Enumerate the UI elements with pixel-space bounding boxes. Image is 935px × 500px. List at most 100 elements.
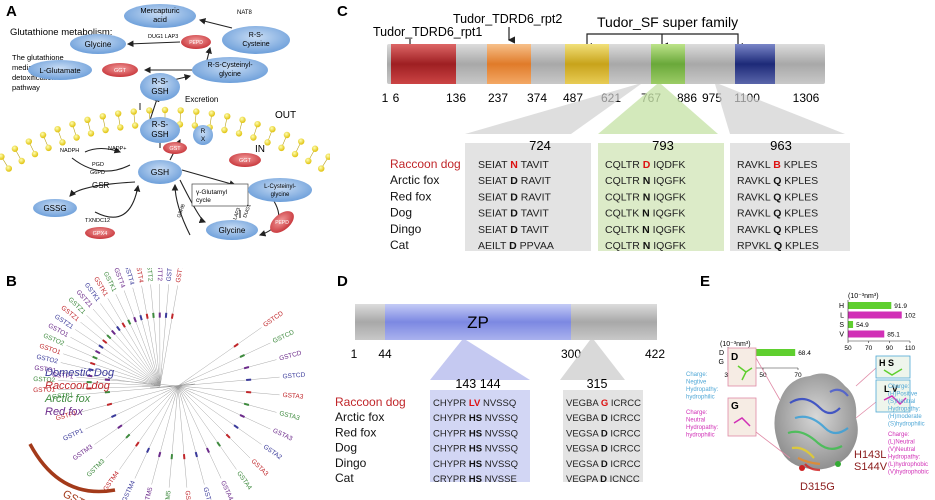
species-label: Dog bbox=[390, 206, 412, 220]
tree-leaf-label: GSTO2 bbox=[36, 354, 59, 366]
tree-branch bbox=[115, 293, 153, 370]
tree-branch bbox=[177, 385, 186, 403]
lipid-head bbox=[5, 165, 12, 172]
seq-variant: N bbox=[642, 208, 650, 220]
tree-branch-mark bbox=[233, 343, 239, 348]
zoom-wedge-724 bbox=[465, 84, 641, 134]
node-rs-cysteine bbox=[222, 26, 290, 54]
cofactor-nadph: NADPH bbox=[60, 148, 79, 154]
tree-branch bbox=[160, 384, 179, 387]
lipid-head bbox=[59, 139, 66, 146]
tree-branch bbox=[176, 385, 179, 404]
gstp1-clade-label: GSTP1 bbox=[61, 488, 98, 500]
tree-branch-mark bbox=[87, 374, 93, 378]
enzyme-ggt-top-label: GGT bbox=[114, 68, 127, 74]
tree-branch bbox=[177, 385, 183, 404]
svg-text:1: 1 bbox=[351, 347, 358, 361]
tree-branch bbox=[75, 329, 146, 377]
svg-text:R-S-Cysteinyl-: R-S-Cysteinyl- bbox=[207, 62, 253, 69]
tree-branch bbox=[160, 385, 179, 388]
tree-branch bbox=[70, 336, 145, 378]
seq-variant: G bbox=[601, 398, 608, 409]
tree-branch bbox=[195, 376, 280, 385]
bar-category-label: D bbox=[719, 350, 724, 357]
charge-right-2: Charge:(L)Neutral(V)NeutralHydropathy:(L… bbox=[888, 432, 929, 476]
tree-branch bbox=[170, 385, 179, 403]
tree-leaf-label: GSTP1 bbox=[52, 392, 74, 401]
bar bbox=[848, 321, 854, 328]
tree-branch-mark bbox=[116, 325, 121, 332]
lipid-head bbox=[278, 144, 285, 152]
seq-pre: VEGSA bbox=[566, 444, 601, 455]
svg-text:886: 886 bbox=[677, 91, 697, 105]
svg-text:G: G bbox=[731, 401, 739, 412]
enzyme-gpx4-label: GPX4 bbox=[93, 231, 108, 237]
seq-pre: CQLTR bbox=[605, 159, 643, 171]
lipid-head bbox=[102, 126, 109, 134]
seq-post: PPVAA bbox=[517, 240, 554, 252]
charge-annotation-line: Hydropathy: bbox=[686, 425, 719, 431]
seq-post: ICNCC bbox=[607, 474, 640, 485]
seq-variant: HS bbox=[469, 444, 482, 455]
bar bbox=[728, 349, 796, 356]
seq-variant: B bbox=[773, 159, 781, 171]
panel-a-title: Glutathione metabolism: bbox=[10, 27, 112, 38]
seq-pre: RAVKL bbox=[737, 191, 773, 203]
legend-arctic-fox: Arctic fox bbox=[44, 393, 91, 405]
seq-post: ICRCC bbox=[608, 428, 641, 439]
panel-c: C Tudor_TDRD6_rpt1 Tudor_TDRD6_rpt2 Tudo… bbox=[337, 3, 850, 252]
species-label: Red fox bbox=[335, 425, 376, 439]
seq-pre: RAVKL bbox=[737, 159, 773, 171]
x-tick-label: 70 bbox=[794, 372, 802, 379]
species-label: Red fox bbox=[390, 189, 431, 203]
seq-post: IQGFK bbox=[650, 191, 686, 203]
x-tick-label: 50 bbox=[844, 345, 852, 352]
tree-branch bbox=[85, 393, 162, 430]
seq-post: IQGFK bbox=[650, 224, 686, 236]
species-label: Dingo bbox=[390, 222, 422, 236]
svg-text:R-S-: R-S- bbox=[249, 32, 264, 39]
mutation-s144v: S144V bbox=[854, 461, 888, 473]
species-legend: Domestic Dog Raccoon dog Arctic fox Red … bbox=[44, 367, 115, 418]
enzyme-lap3: LAP3 bbox=[232, 207, 242, 221]
tree-branch bbox=[142, 380, 161, 387]
tree-branch-mark bbox=[92, 355, 98, 360]
seq-variant: N bbox=[643, 175, 651, 187]
tree-branch bbox=[150, 284, 159, 369]
sequence-row: SEIAT D RAVIT bbox=[478, 175, 552, 187]
lipid-head bbox=[254, 120, 261, 128]
svg-text:D: D bbox=[731, 352, 738, 363]
tree-branch-mark bbox=[158, 451, 162, 458]
svg-text:6: 6 bbox=[393, 91, 400, 105]
tree-branch bbox=[195, 387, 280, 396]
seq-post: RAVIT bbox=[518, 191, 552, 203]
in-label: IN bbox=[255, 144, 265, 155]
x-tick-label: 50 bbox=[759, 372, 767, 379]
node-glycine-top-label: Glycine bbox=[85, 40, 112, 49]
seq-pre: VEGSA bbox=[566, 428, 601, 439]
tree-trunk bbox=[149, 383, 196, 389]
lipid-head bbox=[264, 139, 271, 146]
svg-text:H S: H S bbox=[879, 358, 894, 368]
panel-letter-e: E bbox=[700, 273, 710, 290]
protein-structure bbox=[774, 373, 858, 472]
bar-value-label: 91.9 bbox=[894, 303, 907, 310]
seq-pre: VEGBA bbox=[566, 398, 601, 409]
seq-variant: D bbox=[510, 208, 518, 220]
domain-tudor-sf-1 bbox=[565, 44, 609, 84]
tree-branch bbox=[163, 385, 179, 397]
seq-post: KPLES bbox=[781, 224, 818, 236]
charge-annotation-line: Hydropathy: bbox=[888, 455, 921, 461]
tree-branch bbox=[119, 400, 168, 470]
panel-e: E (10⁻³nm³) D68.4G36.3305070 (10⁻³nm³) H… bbox=[686, 273, 929, 493]
seq-pre: VEGSA bbox=[566, 459, 601, 470]
sequence-row: RAVKL Q KPLES bbox=[737, 191, 818, 203]
tree-branch bbox=[177, 375, 193, 387]
pathway-nodes: Mercapturic acid NAT8 R-S- Cysteine Glyc… bbox=[28, 4, 312, 240]
phylogenetic-tree bbox=[58, 283, 280, 488]
node-rx bbox=[193, 125, 213, 145]
tree-branch-mark bbox=[106, 402, 113, 406]
